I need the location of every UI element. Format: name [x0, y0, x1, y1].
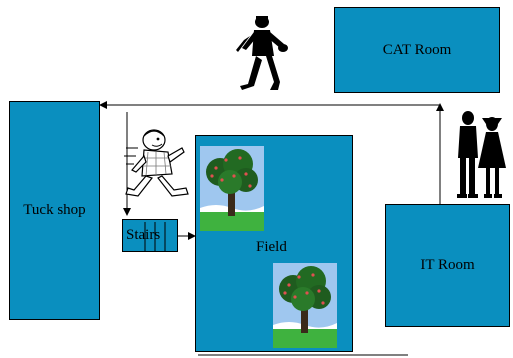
stairs-label: Stairs [126, 227, 161, 243]
it-room: IT Room [385, 204, 510, 327]
couple-silhouette-icon [457, 111, 506, 198]
tuck-shop: Tuck shop [9, 101, 100, 320]
cat-room-label: CAT Room [382, 41, 452, 58]
walking-person-silhouette-icon [236, 16, 288, 90]
tuck-shop-label: Tuck shop [23, 202, 86, 218]
cat-room: CAT Room [334, 7, 500, 93]
running-man-cartoon-icon [124, 129, 189, 197]
stairs: Stairs [122, 219, 178, 252]
it-room-label: IT Room [420, 257, 475, 273]
tree-icon [200, 146, 264, 231]
tree-icon [273, 263, 337, 348]
field-label: Field [256, 239, 287, 255]
stairs-lines [144, 222, 166, 251]
